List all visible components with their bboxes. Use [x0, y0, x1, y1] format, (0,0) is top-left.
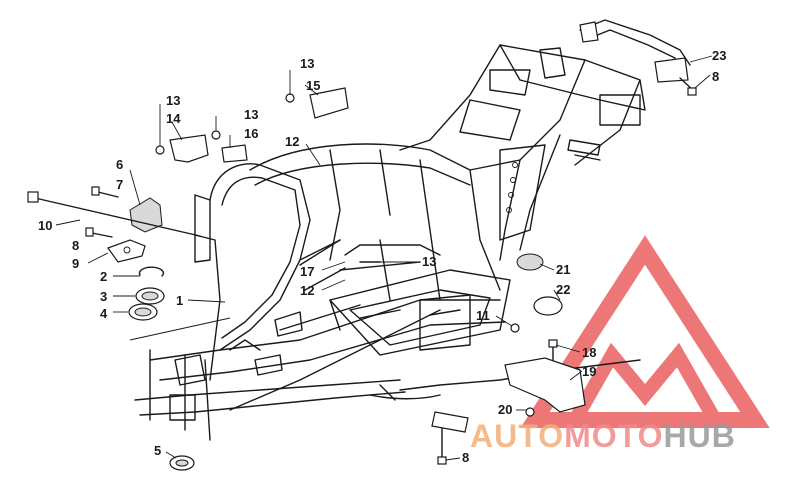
callout-22: 22 [556, 282, 570, 297]
callout-9: 9 [72, 256, 79, 271]
callout-21: 21 [556, 262, 570, 277]
rear-grab-bar [579, 19, 691, 83]
watermark-logo-icon [520, 235, 770, 428]
watermark-hub: HUB [663, 418, 735, 454]
bracket-19 [504, 357, 586, 413]
clip-16 [211, 130, 248, 163]
watermark-moto: MOTO [564, 418, 663, 454]
callout-12: 12 [285, 134, 299, 149]
bolt-8-bottom [431, 411, 469, 465]
bracket-14 [155, 134, 209, 163]
bearing-3 [135, 287, 165, 305]
bolt-7 [91, 186, 119, 198]
callout-8: 8 [712, 69, 719, 84]
circlip-2 [138, 266, 165, 277]
callout-6: 6 [116, 157, 123, 172]
callout-14: 14 [166, 111, 181, 126]
callout-13: 13 [166, 93, 180, 108]
callout-5: 5 [154, 443, 161, 458]
callout-17: 17 [300, 264, 314, 279]
callout-4: 4 [100, 306, 108, 321]
bracket-15 [285, 87, 349, 119]
bolt-8-top-right [679, 77, 697, 96]
callout-1: 1 [176, 293, 183, 308]
callout-7: 7 [116, 177, 123, 192]
watermark-auto: AUTO [470, 418, 564, 454]
callout-10: 10 [38, 218, 52, 233]
bolt-8-left [85, 227, 113, 238]
watermark: AUTOMOTOHUB [470, 418, 736, 454]
callout-18: 18 [582, 345, 596, 360]
callout-20: 20 [498, 402, 512, 417]
callout-12: 12 [300, 283, 314, 298]
callout-2: 2 [100, 269, 107, 284]
nut-11 [510, 323, 520, 333]
seal-5 [169, 455, 195, 471]
cap-21 [516, 253, 544, 271]
plug-22 [533, 296, 563, 316]
mount-block-6 [129, 197, 163, 233]
plate-9 [107, 239, 146, 263]
callout-8: 8 [72, 238, 79, 253]
callout-15: 15 [306, 78, 320, 93]
bearing-4 [128, 303, 158, 321]
callout-16: 16 [244, 126, 258, 141]
bracket-17 [299, 239, 346, 291]
callout-8: 8 [462, 450, 469, 465]
callout-13: 13 [422, 254, 436, 269]
long-bolt-10 [27, 191, 201, 237]
leader-lines [55, 55, 713, 461]
main-frame [134, 44, 646, 441]
callout-23: 23 [712, 48, 726, 63]
callout-13: 13 [244, 107, 258, 122]
svg-text:AUTOMOTOHUB: AUTOMOTOHUB [470, 418, 736, 454]
callout-3: 3 [100, 289, 107, 304]
nut-20 [525, 407, 535, 417]
callout-11: 11 [476, 308, 490, 323]
callout-19: 19 [582, 364, 596, 379]
callout-13: 13 [300, 56, 314, 71]
callout-labels: 13 15 23 8 13 14 13 16 12 6 7 10 8 9 13 … [38, 48, 726, 465]
